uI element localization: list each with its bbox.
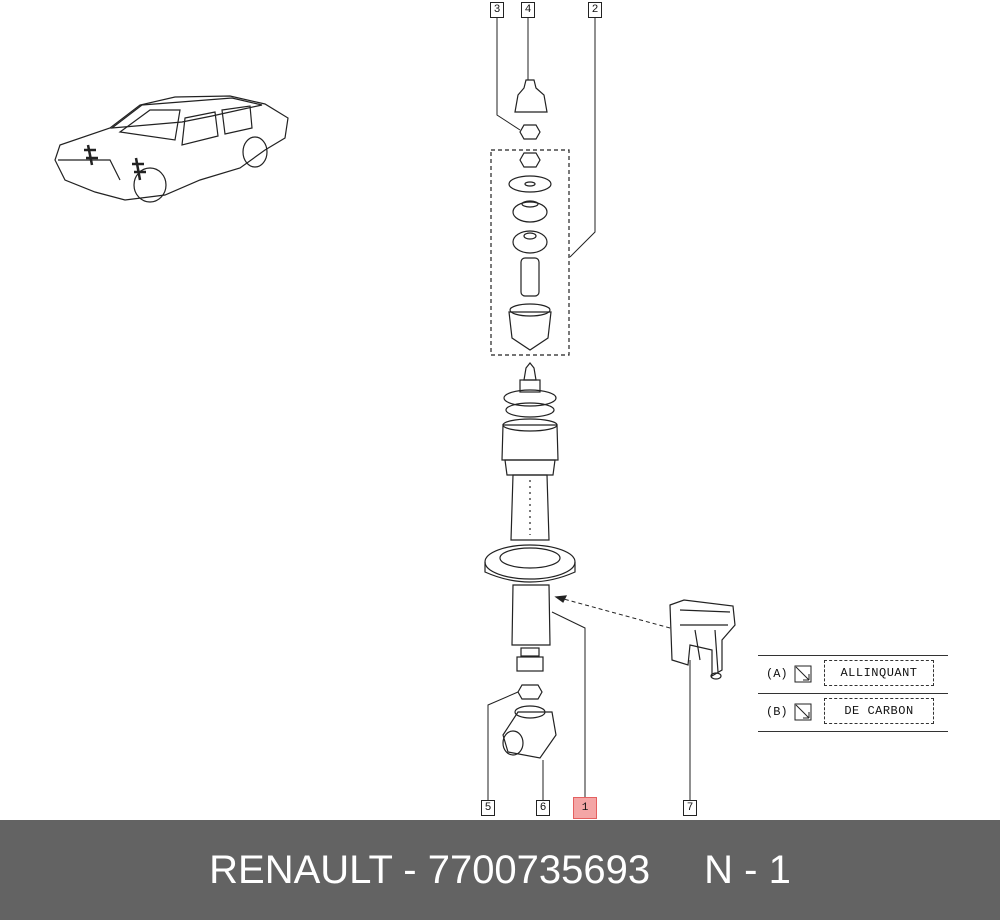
callout-7: 7 xyxy=(683,800,697,816)
parts-diagram xyxy=(54,18,736,800)
legend-row-b: (B) DE CARBON xyxy=(758,693,948,732)
diagonal-arrow-icon xyxy=(794,665,812,683)
legend-row-a: (A) ALLINQUANT xyxy=(758,655,948,693)
callout-5: 5 xyxy=(481,800,495,816)
callout-6: 6 xyxy=(536,800,550,816)
callout-3: 3 xyxy=(490,2,504,18)
legend-label-b: DE CARBON xyxy=(824,698,934,724)
position-ref-text: N - 1 xyxy=(704,847,791,892)
diagonal-arrow-icon xyxy=(794,703,812,721)
callout-4: 4 xyxy=(521,2,535,18)
callout-1-highlighted[interactable]: 1 xyxy=(573,797,597,819)
legend-code-b: (B) xyxy=(766,705,788,719)
part-number-text: RENAULT - 7700735693 xyxy=(209,847,651,892)
part-number-footer: RENAULT - 7700735693 N - 1 xyxy=(0,820,1000,920)
legend-label-a: ALLINQUANT xyxy=(824,660,934,686)
manufacturer-legend: (A) ALLINQUANT (B) DE CARBON xyxy=(758,655,948,732)
legend-code-a: (A) xyxy=(766,667,788,681)
car-illustration xyxy=(54,95,289,203)
callout-2: 2 xyxy=(588,2,602,18)
